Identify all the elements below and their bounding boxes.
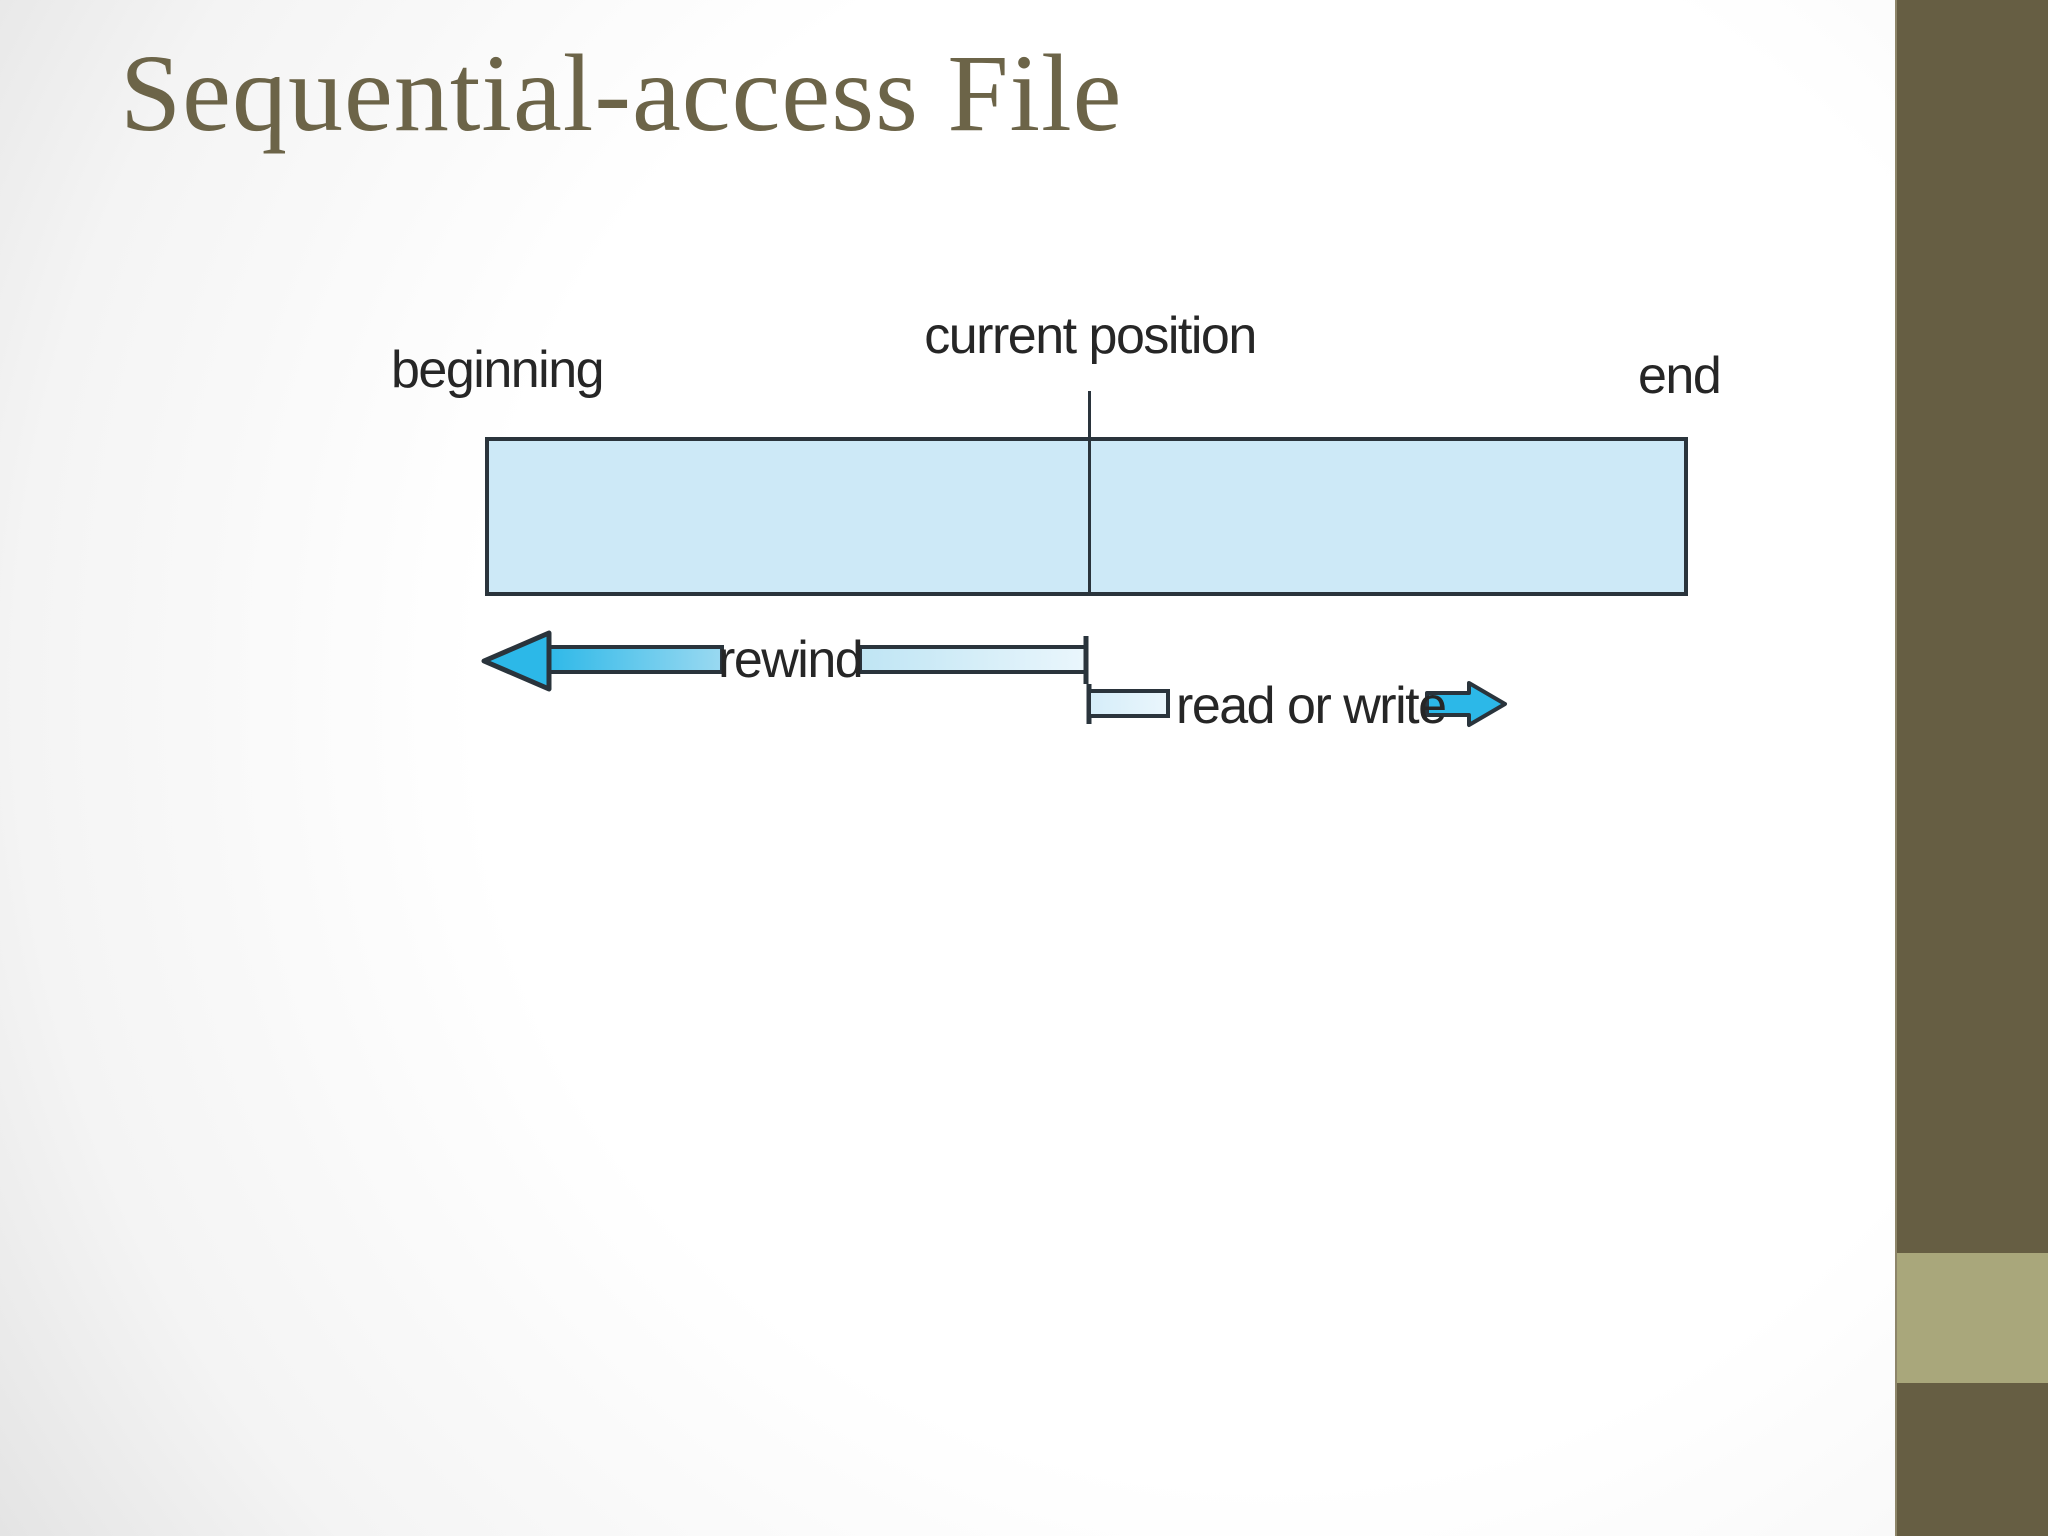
rewind-arrow-icon bbox=[481, 630, 1089, 692]
right-sidebar bbox=[1895, 0, 2048, 1536]
rewind-shaft-left bbox=[543, 645, 724, 674]
sidebar-accent-band bbox=[1897, 1253, 2048, 1383]
read-write-shaft bbox=[1087, 689, 1170, 718]
page-title: Sequential-access File bbox=[120, 32, 1123, 154]
rewind-arrowhead-icon bbox=[481, 630, 552, 692]
file-strip bbox=[485, 437, 1688, 596]
rewind-shaft-right bbox=[858, 645, 1088, 674]
read-write-arrow-icon bbox=[1086, 681, 1507, 727]
end-label: end bbox=[1638, 347, 1722, 405]
current-position-line bbox=[1088, 391, 1091, 596]
read-or-write-label: read or write bbox=[1176, 677, 1447, 735]
rewind-label: rewind bbox=[718, 631, 864, 689]
read-write-arrowhead-icon bbox=[1425, 681, 1507, 727]
current-position-label: current position bbox=[924, 307, 1257, 365]
beginning-label: beginning bbox=[391, 341, 605, 399]
